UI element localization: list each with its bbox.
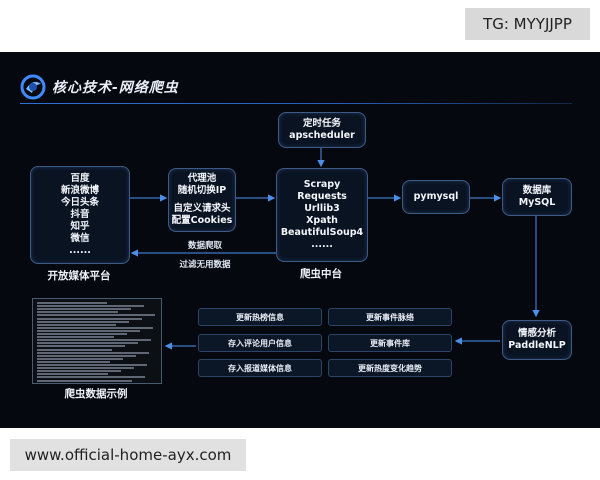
sample-text-line bbox=[37, 348, 112, 351]
info-box: 更新热榜信息 bbox=[198, 308, 322, 326]
flow-arrows bbox=[130, 148, 540, 350]
crawler-tool: Xpath bbox=[306, 215, 338, 226]
title-divider bbox=[20, 103, 572, 104]
slide: 核心技术-网络爬虫 bbox=[0, 52, 600, 428]
crawler-tool: Requests bbox=[297, 191, 347, 202]
crawler-tool: Scrapy bbox=[303, 179, 341, 190]
proxy-line: 自定义请求头 bbox=[173, 203, 231, 214]
proxy-line: 配置Cookies bbox=[171, 215, 233, 226]
media-item: ...... bbox=[69, 245, 91, 256]
media-platform-box: 百度 新浪微博 今日头条 抖音 知乎 微信 ...... bbox=[30, 166, 130, 264]
proxy-line: 代理池 bbox=[187, 173, 217, 184]
crawler-box: Scrapy Requests Urllib3 Xpath BeautifulS… bbox=[276, 168, 368, 262]
database-line: 数据库 bbox=[522, 185, 552, 196]
database-line: MySQL bbox=[518, 197, 556, 208]
media-item: 今日头条 bbox=[60, 197, 99, 208]
info-box: 更新热度变化趋势 bbox=[328, 359, 452, 377]
sentiment-box: 情感分析 PaddleNLP bbox=[502, 320, 572, 360]
info-box: 更新事件库 bbox=[328, 334, 452, 352]
sample-text-line bbox=[37, 305, 144, 308]
crawler-tool: ...... bbox=[311, 239, 333, 250]
watermark-bottom: www.official-home-ayx.com bbox=[10, 439, 246, 471]
sample-text-line bbox=[37, 364, 147, 366]
sample-text-line bbox=[37, 314, 155, 317]
pymysql-label: pymysql bbox=[413, 191, 459, 202]
info-box: 存入报道媒体信息 bbox=[198, 359, 322, 377]
crawler-label: 爬虫中台 bbox=[300, 268, 342, 280]
info-box: 存入评论用户信息 bbox=[198, 334, 322, 352]
watermark-top: TG: MYYJJPP bbox=[465, 8, 590, 40]
proxy-line: 随机切换IP bbox=[177, 185, 227, 196]
media-item: 新浪微博 bbox=[60, 185, 99, 196]
scheduler-line: apscheduler bbox=[289, 130, 355, 141]
media-item: 百度 bbox=[70, 173, 90, 184]
label-filter-data: 过滤无用数据 bbox=[179, 260, 231, 270]
crawler-tool: BeautifulSoup4 bbox=[280, 227, 364, 238]
crawler-tool: Urllib3 bbox=[304, 203, 340, 214]
sample-text-line bbox=[37, 357, 123, 360]
database-box: 数据库 MySQL bbox=[502, 178, 572, 216]
sample-label: 爬虫数据示例 bbox=[64, 388, 128, 400]
sample-text-line bbox=[37, 351, 149, 354]
sentiment-line: PaddleNLP bbox=[508, 340, 566, 351]
sentiment-line: 情感分析 bbox=[517, 328, 556, 339]
slide-title: 核心技术-网络爬虫 bbox=[52, 80, 179, 96]
sample-text-line bbox=[37, 311, 118, 314]
sample-text-line bbox=[37, 367, 134, 370]
media-item: 微信 bbox=[70, 233, 90, 244]
pymysql-box: pymysql bbox=[402, 180, 470, 214]
label-data-crawl: 数据爬取 bbox=[187, 241, 222, 251]
info-box: 更新事件脉络 bbox=[328, 308, 452, 326]
sample-text-line bbox=[37, 333, 127, 335]
sample-text-line bbox=[37, 329, 140, 332]
sample-text-line bbox=[37, 339, 151, 342]
brand-logo-icon bbox=[20, 74, 46, 100]
sample-text-line bbox=[37, 336, 114, 339]
sample-text-line bbox=[37, 302, 107, 304]
title-row: 核心技术-网络爬虫 bbox=[20, 74, 179, 100]
sample-text-line bbox=[37, 376, 145, 379]
media-platform-label: 开放媒体平台 bbox=[47, 270, 111, 282]
sample-text-line bbox=[37, 326, 153, 329]
media-item: 抖音 bbox=[70, 209, 90, 220]
sample-text-line bbox=[37, 370, 121, 373]
media-item: 知乎 bbox=[70, 221, 90, 232]
sample-text-line bbox=[37, 360, 110, 363]
crawler-data-sample-image bbox=[32, 298, 162, 384]
sample-text-line bbox=[37, 345, 125, 348]
sample-text-line bbox=[37, 308, 131, 311]
sample-text-line bbox=[37, 373, 108, 376]
sample-text-line bbox=[37, 379, 132, 382]
sample-text-line bbox=[37, 317, 142, 320]
proxy-box: 代理池 随机切换IP 自定义请求头 配置Cookies bbox=[168, 168, 236, 232]
sample-text-line bbox=[37, 323, 116, 326]
scheduler-line: 定时任务 bbox=[302, 118, 341, 129]
sample-text-line bbox=[37, 320, 129, 323]
sample-text-line bbox=[37, 354, 136, 357]
scheduler-box: 定时任务 apscheduler bbox=[278, 112, 366, 148]
sample-text-line bbox=[37, 342, 138, 345]
